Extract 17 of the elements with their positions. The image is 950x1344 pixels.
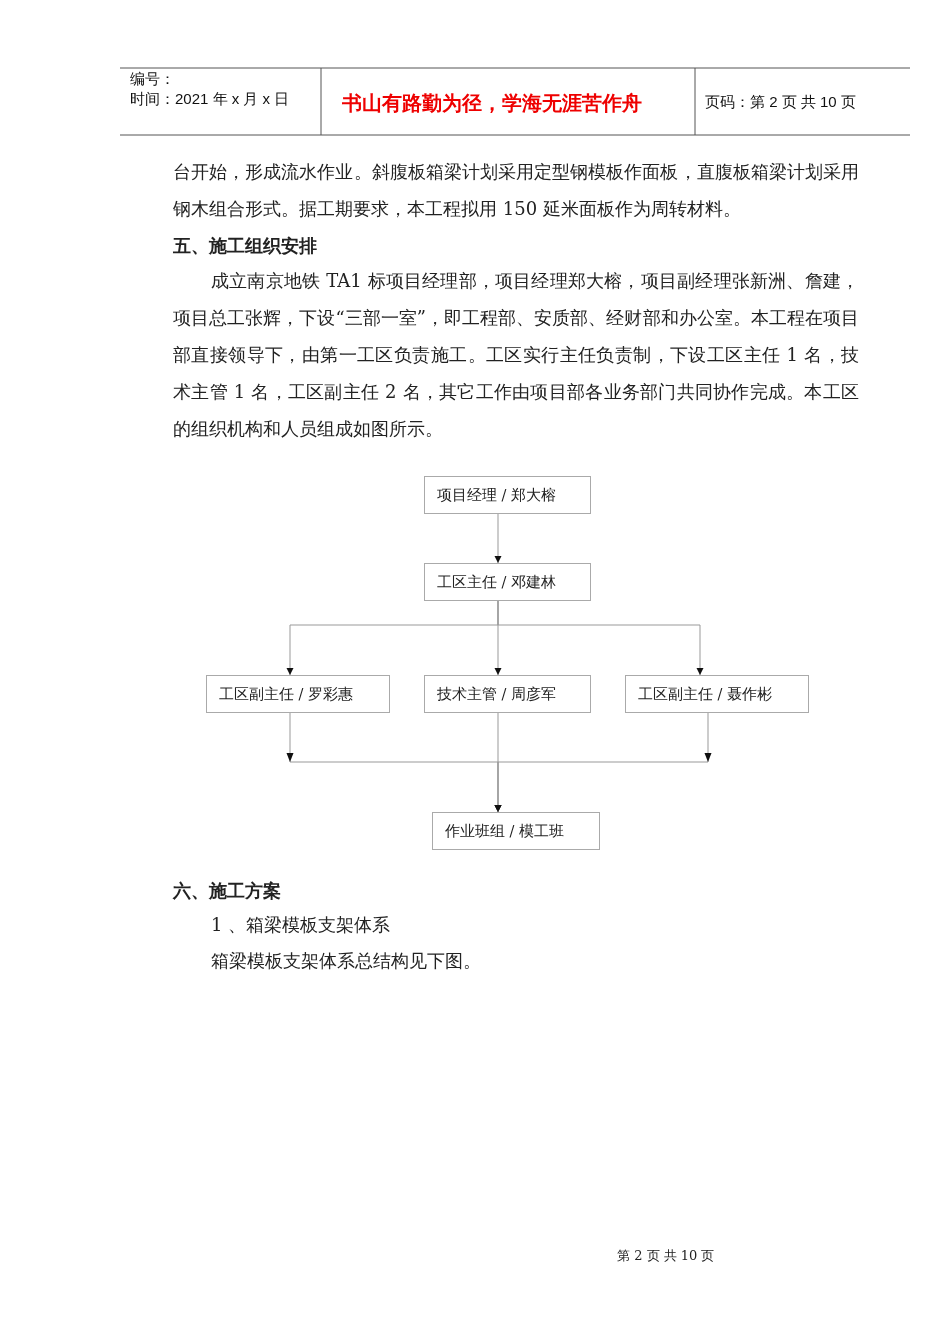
org-box: 工区副主任 / 罗彩惠 [206, 675, 390, 713]
paragraph: 成立南京地铁 TA1 标项目经理部，项目经理郑大榕，项目副经理张新洲、詹建，项目总工张辉，下设“三部一室”，即工程部、安质部、经财部和办公室。本工程在项目部直接领导下，由第一工区负责施工。工区实行主任负责制，下设工区主任 1 名，技术主管 1 名，工区副主任 2 名，其它工作由项目部各业务部门共同协作完成。本工区的组织机构和人员组成如图所示。 [173, 269, 859, 441]
page-number: 页码：第 2 页 共 10 页 [705, 93, 856, 112]
paragraph: 箱梁模板支架体系总结构见下图。 [211, 949, 481, 973]
section-heading: 五、施工组织安排 [173, 234, 317, 258]
org-box: 技术主管 / 周彦军 [424, 675, 591, 713]
section-heading: 六、施工方案 [173, 879, 281, 903]
header-text: 编号： [130, 70, 175, 89]
org-box: 项目经理 / 郑大榕 [424, 476, 591, 514]
header-text: 时间：2021 年 x 月 x 日 [130, 90, 290, 109]
org-box: 工区副主任 / 聂作彬 [625, 675, 809, 713]
page-footer: 第 2 页 共 10 页 [617, 1247, 715, 1265]
paragraph: 台开始，形成流水作业。斜腹板箱梁计划采用定型钢模板作面板，直腹板箱梁计划采用钢木组合形式。据工期要求，本工程拟用 150 延米面板作为周转材料。 [173, 160, 859, 221]
org-box: 作业班组 / 模工班 [432, 812, 600, 850]
subheading: 1 、箱梁模板支架体系 [211, 913, 391, 937]
slogan-text: 书山有路勤为径，学海无涯苦作舟 [342, 90, 642, 117]
org-box: 工区主任 / 邓建林 [424, 563, 591, 601]
